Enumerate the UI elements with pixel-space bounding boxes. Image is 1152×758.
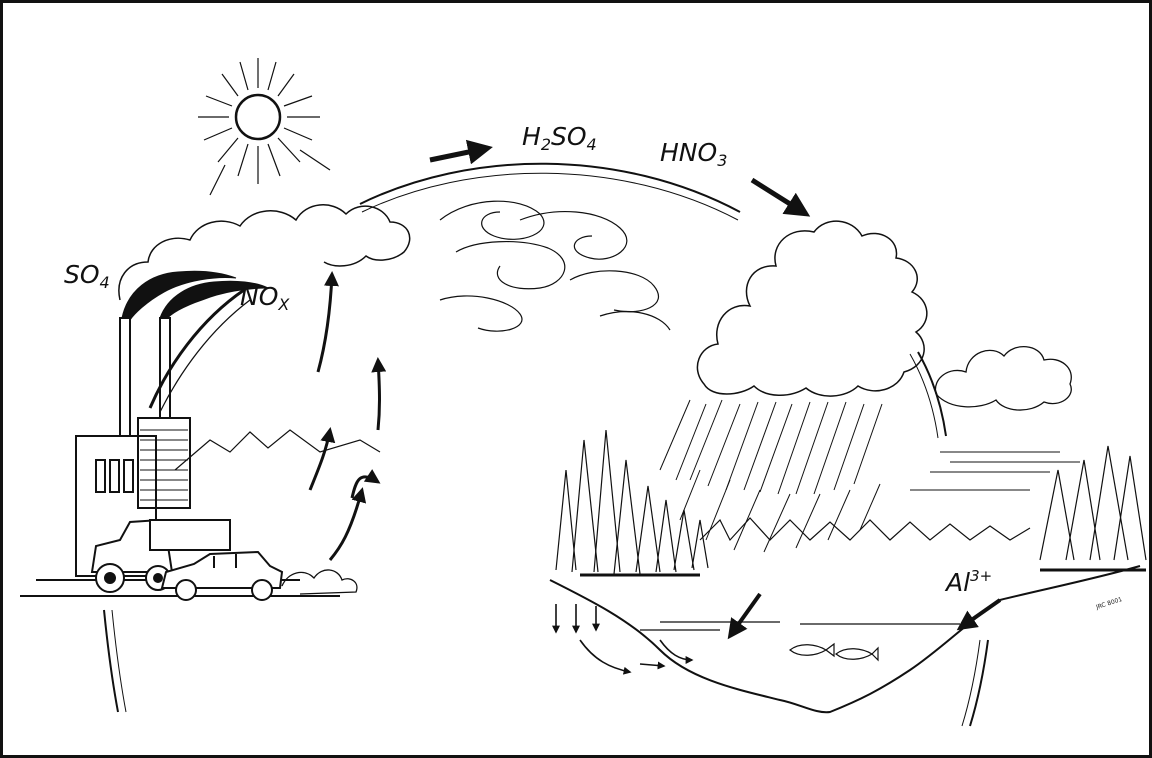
distant-treeline: [700, 518, 1030, 540]
cycle-arc-left: [104, 610, 118, 712]
inflow-arrows: [730, 594, 1000, 636]
left-forest: [556, 430, 708, 575]
label-nox: NOX: [240, 284, 289, 309]
rain-streaks: [660, 400, 882, 552]
label-so4: SO4: [64, 262, 110, 287]
car-icon: [162, 552, 282, 600]
label-h2so4: H2SO4: [522, 124, 597, 149]
transport-arrows: [430, 148, 806, 214]
lake-basin: [550, 566, 1140, 712]
fish-icon: [790, 644, 878, 660]
nox-swoosh-2: [160, 300, 250, 412]
rain-cloud: [697, 221, 926, 396]
horizon-lines: [910, 452, 1080, 490]
atmosphere-arc: [360, 164, 740, 212]
right-forest: [1040, 446, 1146, 570]
label-hno3: HNO3: [660, 140, 727, 165]
rain-cloud-right: [935, 347, 1071, 410]
exhaust-puffs: [282, 570, 357, 594]
rising-emissions-arrows: [310, 274, 380, 560]
mountain-ridge: [175, 430, 380, 470]
water-surface: [640, 622, 960, 630]
groundwater-arrows: [556, 604, 692, 672]
sun-icon: [198, 58, 330, 195]
label-al3: Al3+: [946, 570, 992, 595]
artist-signature: JRC 8001: [1094, 596, 1123, 611]
swirling-clouds: [440, 201, 670, 331]
